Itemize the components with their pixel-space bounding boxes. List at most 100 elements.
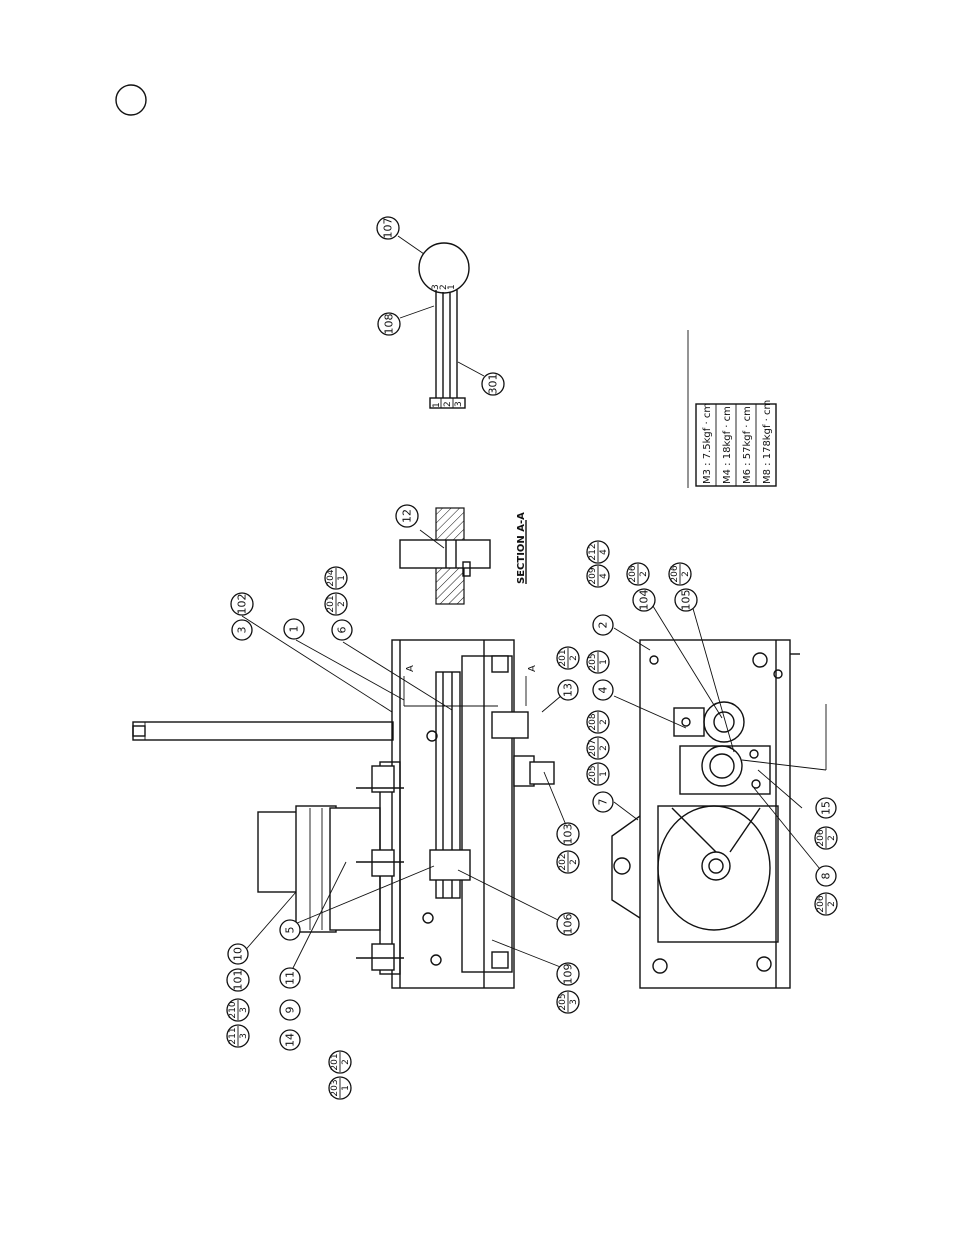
svg-text:101: 101 [232, 970, 245, 991]
svg-text:1: 1 [341, 1085, 351, 1091]
balloon-8: 8 [816, 866, 836, 886]
svg-text:206: 206 [816, 895, 826, 912]
section-a-a-view: SECTION A-A [400, 508, 527, 604]
bottom-plan-view [612, 640, 826, 988]
svg-text:201: 201 [558, 649, 568, 666]
balloon-10: 10 [228, 944, 248, 964]
torque-table: M3 : 7.5kgf · cm M4 : 18kgf · cm M6 : 57… [688, 330, 776, 488]
svg-text:109: 109 [562, 964, 575, 985]
svg-text:2: 2 [681, 571, 691, 577]
svg-text:14: 14 [284, 1033, 297, 1047]
balloon-12: 12 [396, 505, 418, 527]
balloon-4: 4 [593, 680, 613, 700]
balloon-105: 105 [675, 589, 697, 611]
balloon-1: 1 [284, 619, 304, 639]
torque-row: M3 : 7.5kgf · cm [702, 403, 713, 484]
svg-text:205: 205 [558, 993, 568, 1010]
svg-text:102: 102 [236, 594, 249, 615]
svg-text:4: 4 [599, 549, 609, 555]
svg-text:202: 202 [558, 853, 568, 870]
balloon-109: 109 [557, 963, 579, 985]
balloon-15: 15 [816, 798, 836, 818]
svg-text:2: 2 [569, 655, 579, 661]
svg-text:3: 3 [236, 627, 249, 634]
balloon-104: 104 [633, 589, 655, 611]
svg-text:12: 12 [401, 509, 414, 523]
balloon-101: 101 [227, 969, 249, 991]
svg-text:2: 2 [827, 835, 837, 841]
svg-text:4: 4 [599, 573, 609, 579]
balloon-3: 3 [232, 620, 252, 640]
svg-text:103: 103 [562, 824, 575, 845]
svg-text:201: 201 [330, 1053, 340, 1070]
svg-text:4: 4 [597, 687, 610, 694]
svg-text:201: 201 [326, 595, 336, 612]
svg-text:211: 211 [228, 1027, 238, 1044]
svg-text:11: 11 [284, 971, 297, 985]
wire-no: 1 [432, 402, 442, 408]
svg-text:9: 9 [284, 1007, 297, 1014]
svg-text:106: 106 [562, 914, 575, 935]
svg-text:301: 301 [487, 374, 500, 395]
svg-text:2: 2 [341, 1059, 351, 1065]
svg-text:10: 10 [232, 947, 245, 961]
wire-no: 2 [443, 401, 453, 407]
torque-row: M6 : 57kgf · cm [742, 406, 753, 484]
svg-text:212: 212 [588, 543, 598, 560]
svg-text:8: 8 [820, 873, 833, 880]
svg-text:2: 2 [599, 719, 609, 725]
balloon-103: 103 [557, 823, 579, 845]
svg-text:210: 210 [228, 1001, 238, 1018]
svg-text:105: 105 [680, 590, 693, 611]
svg-text:3: 3 [569, 999, 579, 1005]
balloon-108: 108 [378, 313, 400, 335]
svg-text:5: 5 [284, 927, 297, 934]
fraction-206-2-c: 2062 [815, 827, 837, 849]
svg-text:1: 1 [288, 626, 301, 633]
sensor-connector-view: 3 2 1 1 2 3 [398, 236, 484, 408]
svg-text:2: 2 [597, 622, 610, 629]
svg-text:3: 3 [239, 1007, 249, 1013]
fraction-205-1-b: 2051 [587, 763, 609, 785]
svg-text:2: 2 [827, 901, 837, 907]
balloon-102: 102 [231, 593, 253, 615]
svg-text:13: 13 [562, 683, 575, 697]
corner-marker-circle [116, 85, 146, 115]
svg-text:104: 104 [638, 590, 651, 611]
svg-text:15: 15 [820, 801, 833, 815]
svg-text:208: 208 [588, 713, 598, 730]
svg-text:206: 206 [628, 565, 638, 582]
section-mark: A [405, 665, 416, 672]
balloon-13: 13 [558, 680, 578, 700]
svg-text:209: 209 [588, 567, 598, 584]
svg-text:205: 205 [588, 653, 598, 670]
svg-text:2: 2 [569, 859, 579, 865]
svg-text:2: 2 [639, 571, 649, 577]
svg-text:107: 107 [382, 218, 395, 239]
wire-no: 3 [454, 401, 464, 407]
svg-text:204: 204 [326, 569, 336, 586]
section-mark: A [527, 665, 538, 672]
svg-text:205: 205 [588, 765, 598, 782]
balloon-107: 107 [377, 217, 399, 239]
balloon-7: 7 [593, 792, 613, 812]
balloon-9: 9 [280, 1000, 300, 1020]
svg-text:6: 6 [336, 627, 349, 634]
balloon-2: 2 [593, 615, 613, 635]
torque-row: M8 : 178kgf · cm [762, 400, 773, 484]
svg-text:2: 2 [599, 745, 609, 751]
balloon-11: 11 [280, 968, 300, 988]
wire-no: 1 [447, 284, 457, 290]
svg-text:7: 7 [597, 799, 610, 806]
